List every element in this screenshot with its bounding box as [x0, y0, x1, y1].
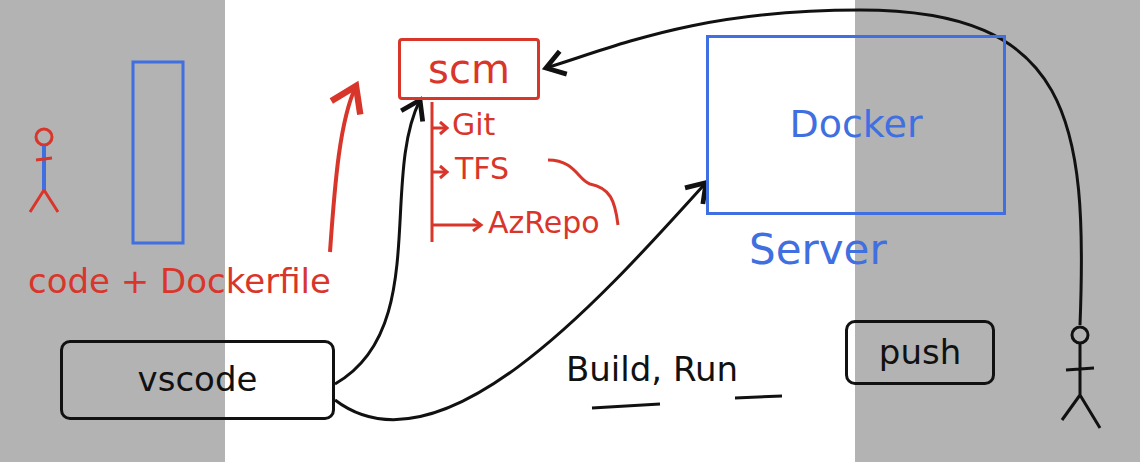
flow-arrow	[335, 100, 420, 384]
underline	[592, 396, 782, 408]
note-text: code + Dockerfile	[28, 262, 331, 301]
editor-box: vscode	[60, 340, 335, 420]
step-text: Build, Run	[566, 350, 738, 389]
box-heading: Server	[749, 226, 887, 274]
box-title: scm	[428, 46, 510, 92]
box-title: push	[879, 333, 961, 372]
pull-line	[546, 10, 1081, 325]
repo-name: AzRepo	[488, 206, 600, 241]
repo-name: TFS	[455, 152, 509, 187]
screen-rect	[133, 62, 183, 243]
server-box: DockerServer	[706, 35, 1006, 215]
box-title: vscode	[138, 360, 258, 399]
commit-arrow	[330, 86, 356, 252]
box-title: Docker	[789, 103, 922, 147]
person-figure	[1062, 327, 1100, 428]
push-box: push	[845, 320, 995, 385]
person-figure	[30, 129, 58, 212]
repo-name: Git	[452, 108, 495, 143]
scm-box: scm	[398, 38, 540, 100]
